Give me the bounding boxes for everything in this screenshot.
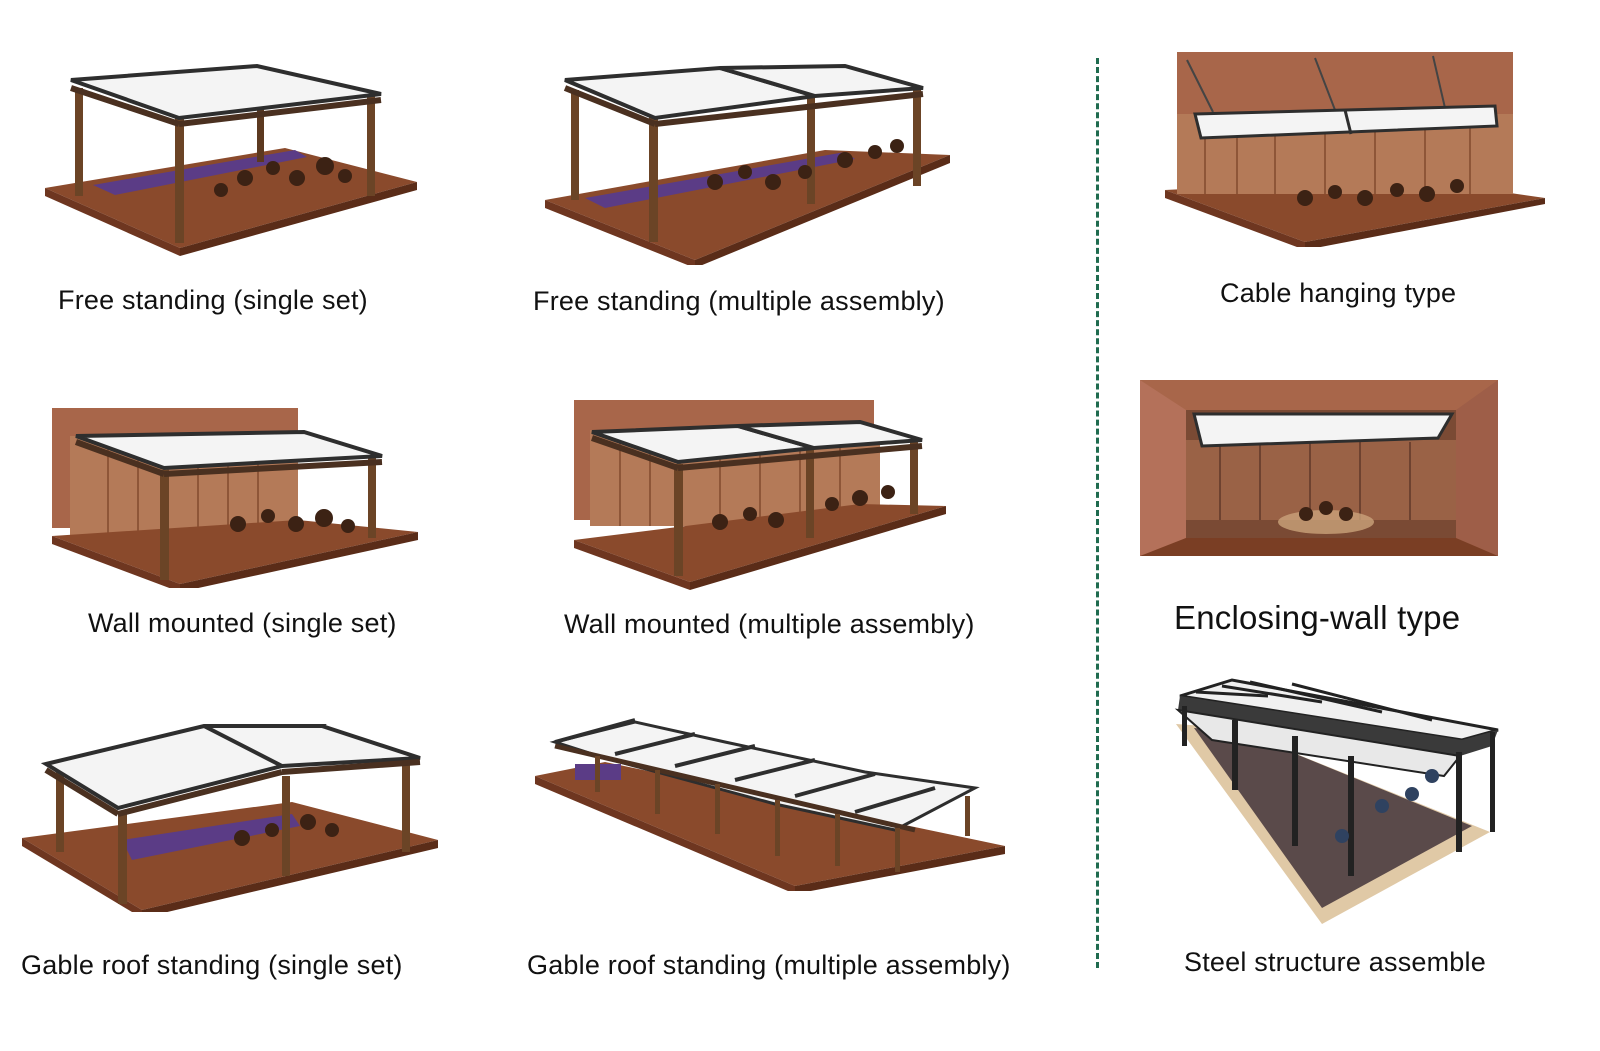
- caption-gable-roof-single: Gable roof standing (single set): [21, 950, 403, 980]
- caption-steel-structure: Steel structure assemble: [1184, 947, 1486, 977]
- free-standing-multiple-illustration: [545, 63, 950, 265]
- caption-cable-hanging: Cable hanging type: [1220, 278, 1457, 308]
- caption-free-standing-single: Free standing (single set): [58, 285, 368, 315]
- free-standing-single-illustration: [45, 63, 417, 256]
- caption-wall-mounted-single: Wall mounted (single set): [88, 608, 397, 638]
- gable-roof-single-illustration: [22, 724, 438, 912]
- cable-hanging-illustration: [1165, 52, 1545, 247]
- gable-roof-multiple-illustration: [535, 718, 1005, 891]
- section-divider: [1096, 58, 1099, 968]
- caption-free-standing-multiple: Free standing (multiple assembly): [533, 286, 945, 316]
- caption-wall-mounted-multiple: Wall mounted (multiple assembly): [564, 609, 975, 639]
- caption-gable-roof-multiple: Gable roof standing (multiple assembly): [527, 950, 1011, 980]
- wall-mounted-multiple-illustration: [574, 400, 946, 590]
- enclosing-wall-illustration: [1140, 380, 1498, 556]
- steel-structure-illustration: [1174, 678, 1499, 924]
- caption-enclosing-wall: Enclosing-wall type: [1174, 599, 1461, 636]
- wall-mounted-single-illustration: [52, 408, 418, 588]
